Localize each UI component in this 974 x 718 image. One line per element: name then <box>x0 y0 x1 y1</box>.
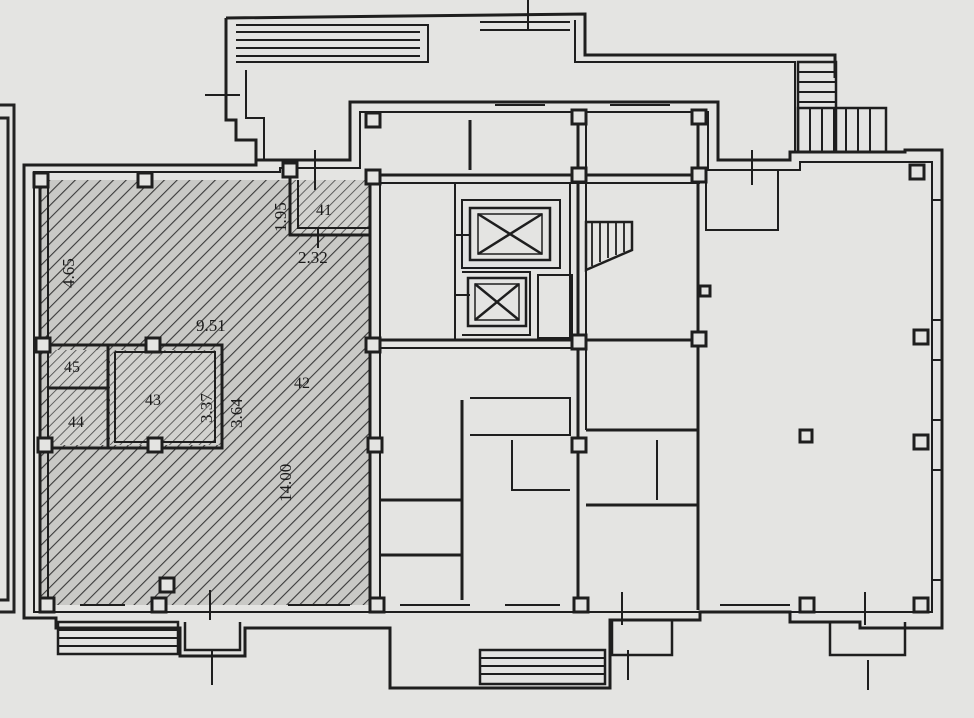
partition-walls <box>38 110 779 610</box>
exterior-stair <box>796 60 888 154</box>
outer-walls <box>22 12 944 690</box>
room-number-43: 43 <box>145 392 161 409</box>
exterior-stair <box>236 21 570 57</box>
dimension-label: 2.32 <box>298 248 328 267</box>
room-number-42: 42 <box>294 375 310 392</box>
grid-markers <box>205 0 869 690</box>
room-number-44: 44 <box>68 414 84 431</box>
unit-42-area <box>40 180 370 605</box>
dimension-label: 3.64 <box>227 398 246 428</box>
exterior-stair <box>56 620 607 686</box>
dimension-label: 14.00 <box>276 464 295 502</box>
columns <box>32 108 930 614</box>
dimension-label: 9.51 <box>196 316 226 335</box>
bottom-bays <box>183 620 907 657</box>
staircase-icon <box>584 220 634 272</box>
room-number-45: 45 <box>64 359 80 376</box>
dimension-label: 1.95 <box>271 202 290 232</box>
dimension-label: 3.37 <box>197 393 216 423</box>
elevator-icon <box>466 276 528 328</box>
windows <box>80 101 942 613</box>
neighbor-wall <box>0 103 16 614</box>
dimension-label: 4.65 <box>59 258 78 288</box>
room-number-41: 41 <box>316 202 332 219</box>
